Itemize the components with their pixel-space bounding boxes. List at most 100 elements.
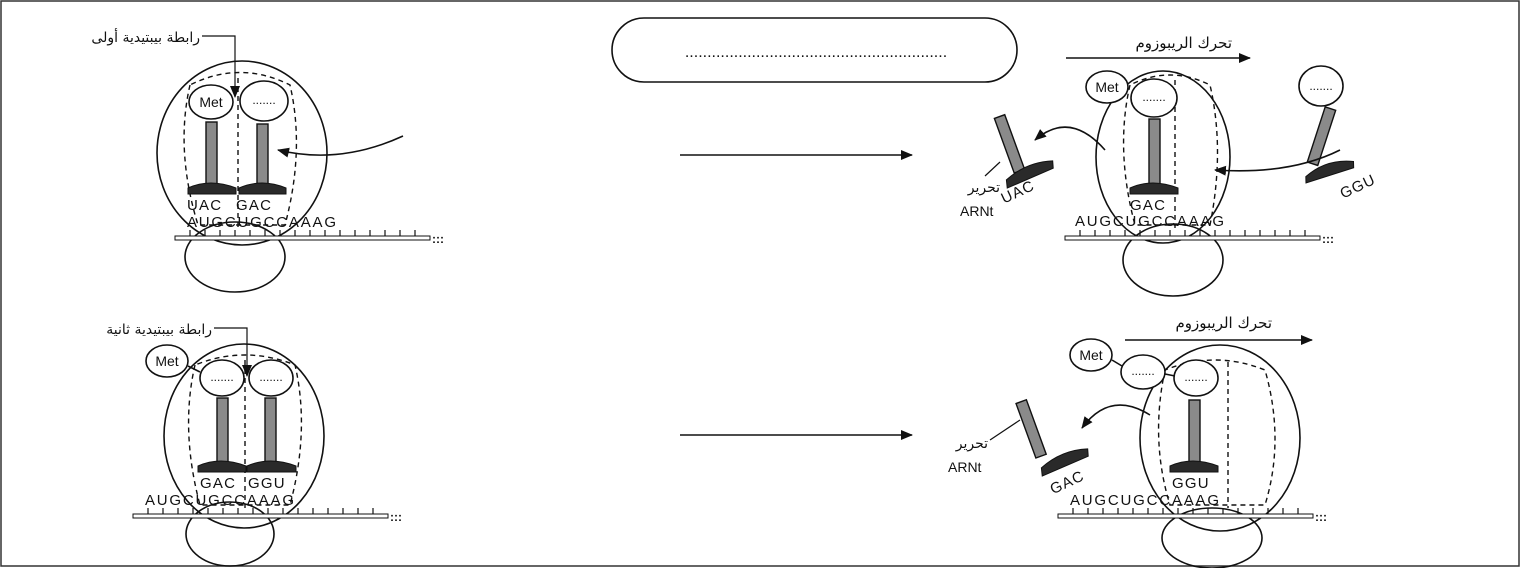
- bond-pointer-arrow: [202, 35, 240, 98]
- step3-ribosome: رابطة بيبتيدية ثانية Met ....... .......…: [106, 322, 402, 567]
- amino-acid-3: [1173, 359, 1219, 397]
- mrna-strand: [1057, 513, 1314, 519]
- trna-in-site-stem: [1148, 118, 1161, 186]
- release-pointer: [989, 419, 1021, 441]
- peptide-link-2: [1164, 373, 1176, 377]
- amino-acid-2: [239, 80, 289, 122]
- small-subunit: [1161, 507, 1263, 568]
- step3-mrna-sequence: AUGCUGCCAAAG: [145, 492, 296, 509]
- mrna-end-mark: :::: [1315, 510, 1327, 524]
- mrna-end-mark: :::: [432, 232, 444, 246]
- incoming-trna-loop: [1305, 160, 1355, 184]
- mrna-strand: [132, 513, 389, 519]
- step4-ribosome: تحرك الريبوزوم Met ....... ....... GAC ت…: [948, 314, 1327, 568]
- released-trna-loop: [1005, 160, 1054, 189]
- mrna-ticks: [1072, 508, 1299, 514]
- site-dots: .......: [1142, 90, 1165, 104]
- met-label: Met: [155, 353, 178, 369]
- step2-ribosome: تحرك الريبوزوم Met ....... ....... GGU U…: [960, 34, 1379, 297]
- mrna-ticks: [189, 230, 416, 236]
- amino-acid-2: [1120, 354, 1166, 390]
- trna-in-site-stem: [1188, 399, 1201, 465]
- caption-dots: ........................................…: [685, 44, 947, 61]
- amino-acid-2-dots: .......: [252, 93, 275, 107]
- small-subunit: [185, 501, 275, 567]
- incoming-trna-arrow: [1214, 149, 1341, 176]
- release-arrow: [1034, 126, 1106, 151]
- met-label: Met: [1079, 347, 1102, 363]
- release-label-ar: تحرير: [955, 436, 988, 452]
- trna1-stem: [205, 121, 218, 185]
- trna1-anticodon-loop: [187, 182, 237, 195]
- trna2-anticodon-loop: [238, 182, 287, 195]
- released-trna-stem: [1015, 398, 1048, 459]
- large-subunit: [163, 343, 325, 529]
- incoming-anticodon: GGU: [1338, 171, 1379, 202]
- mrna-end-mark: :::: [390, 510, 402, 524]
- trna1-anticodon-loop: [197, 460, 247, 473]
- met-amino-acid: [1069, 338, 1113, 372]
- incoming-trna-stem: [1306, 105, 1337, 167]
- chain-dots: .......: [1131, 364, 1154, 378]
- sites-dashed-outline: [187, 354, 303, 506]
- trna-in-site-anticodon-loop: [1169, 460, 1219, 473]
- large-subunit: [1139, 344, 1301, 532]
- amino-acid-2-dots: .......: [210, 370, 233, 384]
- peptide-link: [187, 365, 201, 373]
- release-arrow: [1081, 404, 1151, 429]
- release-label-ar: تحرير: [967, 180, 1000, 196]
- step3-anticodon1: GAC: [200, 475, 236, 492]
- step2-mrna-sequence: AUGCUGCCAAAG: [1075, 213, 1226, 230]
- incoming-amino-acid: [1298, 65, 1344, 107]
- anticodon-in-site: GAC: [1130, 197, 1166, 214]
- released-trna-stem: [993, 113, 1026, 174]
- amino-acid-3: [248, 359, 294, 397]
- release-label-en: ARNt: [960, 203, 994, 219]
- release-pointer: [984, 161, 1001, 177]
- amino-acid-in-site: [1130, 78, 1178, 118]
- site-dots: .......: [1184, 370, 1207, 384]
- mrna-ticks: [1079, 230, 1306, 236]
- trna2-stem: [256, 123, 269, 185]
- trna2-stem: [264, 397, 277, 463]
- bond-pointer-arrow: [214, 327, 252, 377]
- step1-anticodon2: GAC: [236, 197, 272, 214]
- trna-in-site-anticodon-loop: [1129, 182, 1179, 195]
- small-subunit: [184, 221, 286, 293]
- incoming-trna-arrow: [277, 135, 404, 158]
- trna1-stem: [216, 397, 229, 463]
- step1-mrna-sequence: AUGCUGCCAAAG: [187, 214, 338, 231]
- anticodon-in-site: GGU: [1172, 475, 1210, 492]
- released-trna-loop: [1040, 448, 1089, 477]
- incoming-dots: .......: [1309, 79, 1332, 93]
- sites-dashed-outline: [183, 71, 298, 226]
- met-label: Met: [1095, 79, 1118, 95]
- mrna-end-mark: :::: [1322, 232, 1334, 246]
- mrna-strand: [1064, 235, 1321, 241]
- amino-acid-3-dots: .......: [259, 370, 282, 384]
- step3-bond-label: رابطة بيبتيدية ثانية: [106, 322, 212, 338]
- step1-bond-label: رابطة بيبتيدية أولى: [91, 28, 200, 46]
- step1-ribosome: رابطة بيبتيدية أولى Met ....... UAC GAC …: [91, 28, 444, 293]
- trna2-anticodon-loop: [246, 460, 297, 473]
- release-label-en: ARNt: [948, 459, 982, 475]
- step1-anticodon1: UAC: [187, 197, 222, 214]
- met-amino-acid: [145, 344, 189, 378]
- step4-move-label: تحرك الريبوزوم: [1175, 314, 1272, 332]
- step3-anticodon2: GGU: [248, 475, 286, 492]
- large-subunit: [156, 60, 328, 246]
- large-subunit: [1095, 70, 1231, 244]
- step4-mrna-sequence: AUGCUGCCAAAG: [1070, 492, 1221, 509]
- met-label: Met: [199, 94, 222, 110]
- step2-move-label: تحرك الريبوزوم: [1135, 34, 1232, 52]
- peptide-link-1: [1111, 359, 1123, 367]
- caption-box: ........................................…: [611, 17, 1018, 83]
- small-subunit: [1122, 223, 1224, 297]
- amino-acid-2: [199, 359, 245, 397]
- mrna-ticks: [147, 508, 374, 514]
- sites-dashed-outline: [1157, 359, 1276, 506]
- met-amino-acid: [1085, 70, 1129, 104]
